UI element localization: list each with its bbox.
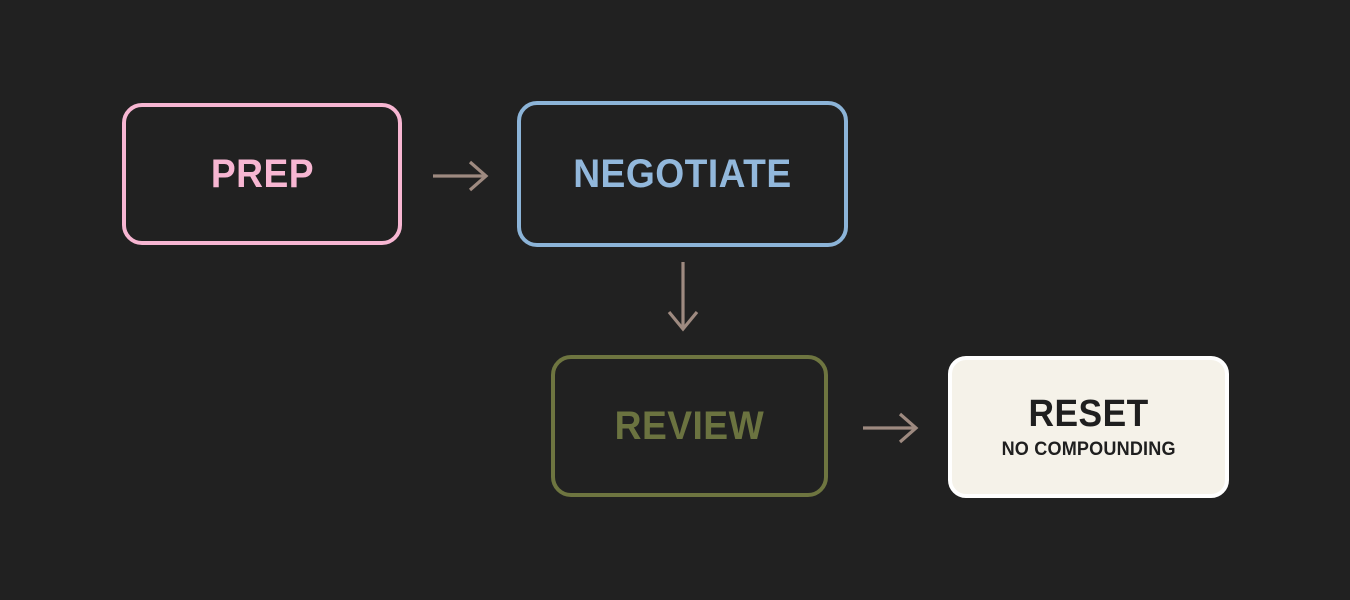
node-review[interactable]: REVIEW xyxy=(551,355,828,497)
node-prep[interactable]: PREP xyxy=(122,103,402,245)
node-reset[interactable]: RESET NO COMPOUNDING xyxy=(948,356,1229,498)
arrow-negotiate-to-review-icon xyxy=(667,262,699,332)
node-reset-label: RESET xyxy=(1028,393,1149,435)
node-review-label: REVIEW xyxy=(614,404,765,448)
node-prep-label: PREP xyxy=(210,152,314,196)
node-negotiate-label: NEGOTIATE xyxy=(573,152,792,196)
arrow-prep-to-negotiate-icon xyxy=(433,160,489,192)
node-negotiate[interactable]: NEGOTIATE xyxy=(517,101,848,247)
node-reset-sublabel: NO COMPOUNDING xyxy=(1001,439,1176,460)
arrow-review-to-reset-icon xyxy=(863,412,919,444)
